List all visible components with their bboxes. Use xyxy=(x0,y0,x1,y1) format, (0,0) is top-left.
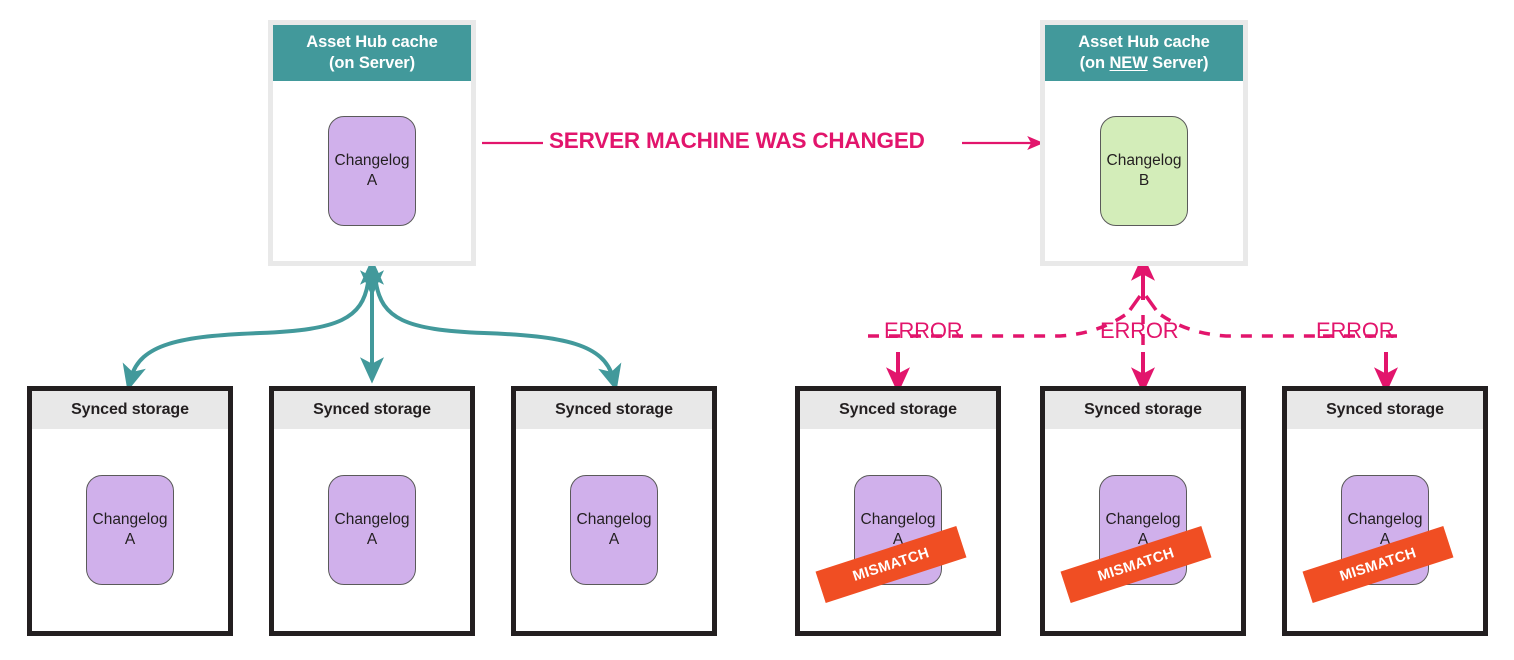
synced-storage-box-1: Synced storage Changelog A xyxy=(27,386,233,636)
changelog-chip-name: Changelog xyxy=(576,511,652,528)
synced-storage-box-3: Synced storage Changelog A xyxy=(511,386,717,636)
synced-storage-body: Changelog A MISMATCH xyxy=(1045,429,1241,631)
changelog-chip-a-storage-2: Changelog A xyxy=(328,475,416,585)
synced-storage-body: Changelog A MISMATCH xyxy=(800,429,996,631)
asset-hub-cache-old-server-header: Asset Hub cache (on Server) xyxy=(273,25,471,81)
synced-storage-box-6: Synced storage Changelog A MISMATCH xyxy=(1282,386,1488,636)
synced-storage-box-5: Synced storage Changelog A MISMATCH xyxy=(1040,386,1246,636)
synced-storage-body: Changelog A MISMATCH xyxy=(1287,429,1483,631)
synced-storage-body: Changelog A xyxy=(274,429,470,631)
synced-storage-box-2: Synced storage Changelog A xyxy=(269,386,475,636)
changelog-chip-name: Changelog xyxy=(1106,152,1182,169)
changelog-chip-name: Changelog xyxy=(334,152,410,169)
synced-storage-header: Synced storage xyxy=(800,391,996,429)
changelog-chip-version: A xyxy=(608,531,620,548)
synced-storage-box-4: Synced storage Changelog A MISMATCH xyxy=(795,386,1001,636)
changelog-chip-version: B xyxy=(1138,172,1150,189)
error-label-right: ERROR xyxy=(1316,318,1395,343)
connector-new-cache-up-arrow xyxy=(1128,254,1158,312)
changelog-chip-version: A xyxy=(124,531,136,548)
asset-hub-cache-new-server-body: Changelog B xyxy=(1045,81,1243,261)
asset-hub-cache-new-server-box: Asset Hub cache (on NEW Server) Changelo… xyxy=(1040,20,1248,266)
cache-title-emphasis-new: NEW xyxy=(1109,54,1148,72)
changelog-chip-a-storage-1: Changelog A xyxy=(86,475,174,585)
connector-cache-to-storage-right xyxy=(374,282,622,392)
cache-title-line2: (on NEW Server) xyxy=(1079,54,1209,72)
changelog-chip-name: Changelog xyxy=(860,511,936,528)
changelog-chip-version: A xyxy=(892,531,904,548)
synced-storage-header: Synced storage xyxy=(1287,391,1483,429)
synced-storage-header: Synced storage xyxy=(274,391,470,429)
asset-hub-cache-new-server-header: Asset Hub cache (on NEW Server) xyxy=(1045,25,1243,81)
cache-title-line1: Asset Hub cache xyxy=(306,33,438,51)
synced-storage-header: Synced storage xyxy=(32,391,228,429)
changelog-chip-version: A xyxy=(1379,531,1391,548)
synced-storage-body: Changelog A xyxy=(516,429,712,631)
changelog-chip-a-storage-3: Changelog A xyxy=(570,475,658,585)
asset-hub-cache-old-server-body: Changelog A xyxy=(273,81,471,261)
server-machine-changed-label: SERVER MACHINE WAS CHANGED xyxy=(549,128,925,153)
changelog-chip-a-old-cache: Changelog A xyxy=(328,116,416,226)
changelog-chip-name: Changelog xyxy=(1105,511,1181,528)
cache-title-line1: Asset Hub cache xyxy=(1078,33,1210,51)
cache-title-line2: (on Server) xyxy=(328,54,416,72)
synced-storage-body: Changelog A xyxy=(32,429,228,631)
changelog-chip-version: A xyxy=(366,531,378,548)
changelog-chip-name: Changelog xyxy=(334,511,410,528)
connector-cache-to-storage-left xyxy=(122,282,370,392)
synced-storage-header: Synced storage xyxy=(1045,391,1241,429)
error-label-center: ERROR xyxy=(1100,318,1179,343)
changelog-chip-version: A xyxy=(366,172,378,189)
changelog-chip-name: Changelog xyxy=(92,511,168,528)
synced-storage-header: Synced storage xyxy=(516,391,712,429)
changelog-chip-name: Changelog xyxy=(1347,511,1423,528)
changelog-chip-b-new-cache: Changelog B xyxy=(1100,116,1188,226)
changelog-chip-version: A xyxy=(1137,531,1149,548)
asset-hub-cache-old-server-box: Asset Hub cache (on Server) Changelog A xyxy=(268,20,476,266)
error-label-left: ERROR xyxy=(884,318,963,343)
